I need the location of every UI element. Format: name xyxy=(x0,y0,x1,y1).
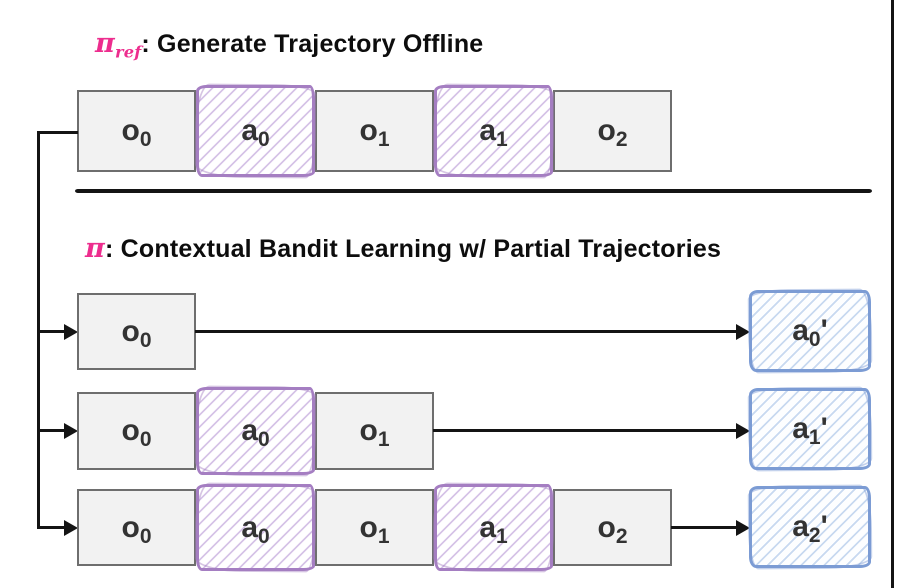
observation-cell: o2 xyxy=(553,90,672,172)
cell-label: o0 xyxy=(121,414,152,451)
observation-cell: o0 xyxy=(77,90,196,172)
observation-cell: o0 xyxy=(77,489,196,566)
cell-label: a0 xyxy=(241,414,270,451)
frame-right-line xyxy=(891,0,894,588)
offline-section-title: πref: Generate Trajectory Offline xyxy=(95,28,484,62)
action-cell: a0 xyxy=(196,484,315,571)
cell-label: a0' xyxy=(792,314,828,351)
online-title-text: : Contextual Bandit Learning w/ Partial … xyxy=(104,235,722,263)
cell-label: o0 xyxy=(121,510,152,548)
cell-label: o1 xyxy=(359,114,390,151)
arrowhead-icon xyxy=(64,422,78,439)
cell-label: a1' xyxy=(792,412,828,449)
section-divider-line xyxy=(75,189,872,193)
proposed-action-box: a1' xyxy=(749,388,871,470)
bandit-row-3: o0 a0 o1 a1 o2 xyxy=(77,484,672,571)
cell-label: o1 xyxy=(359,510,390,548)
trunk-top-connector-line xyxy=(37,131,78,134)
arrowhead-icon xyxy=(64,323,78,340)
cell-label: a2' xyxy=(792,510,828,547)
flow-line xyxy=(433,429,737,432)
online-section-title: π: Contextual Bandit Learning w/ Partial… xyxy=(85,233,721,264)
observation-cell: o2 xyxy=(553,489,672,566)
action-cell: a1 xyxy=(434,85,553,177)
observation-cell: o1 xyxy=(315,489,434,566)
offline-trajectory-row: o0 a0 o1 a1 o2 xyxy=(77,85,672,177)
action-cell: a1 xyxy=(434,484,553,571)
bandit-row-2: o0 a0 o1 xyxy=(77,387,434,475)
arrowhead-icon xyxy=(736,519,750,536)
bandit-row-1: o0 xyxy=(77,293,196,370)
cell-label: o1 xyxy=(359,414,390,451)
branch-line xyxy=(37,330,65,333)
branch-line xyxy=(37,526,65,529)
cell-label: a1 xyxy=(479,510,508,548)
proposed-action-box: a2' xyxy=(749,486,871,568)
arrowhead-icon xyxy=(736,422,750,439)
cell-label: a0 xyxy=(241,114,270,151)
arrowhead-icon xyxy=(736,323,750,340)
pi-symbol: π xyxy=(85,233,105,264)
observation-cell: o0 xyxy=(77,392,196,470)
proposed-action-box: a0' xyxy=(749,290,871,372)
cell-label: o0 xyxy=(121,314,152,352)
cell-label: o2 xyxy=(597,510,628,548)
cell-label: o2 xyxy=(597,114,628,151)
offline-title-text: : Generate Trajectory Offline xyxy=(141,30,484,58)
arrowhead-icon xyxy=(64,519,78,536)
cell-label: o0 xyxy=(121,114,152,151)
cell-label: a1 xyxy=(479,114,508,151)
cell-label: a0 xyxy=(241,510,270,548)
pi-ref-symbol: πref xyxy=(95,28,142,62)
action-cell: a0 xyxy=(196,387,315,475)
observation-cell: o0 xyxy=(77,293,196,370)
observation-cell: o1 xyxy=(315,90,434,172)
flow-line xyxy=(195,330,737,333)
flow-line xyxy=(671,526,737,529)
branch-line xyxy=(37,429,65,432)
action-cell: a0 xyxy=(196,85,315,177)
observation-cell: o1 xyxy=(315,392,434,470)
